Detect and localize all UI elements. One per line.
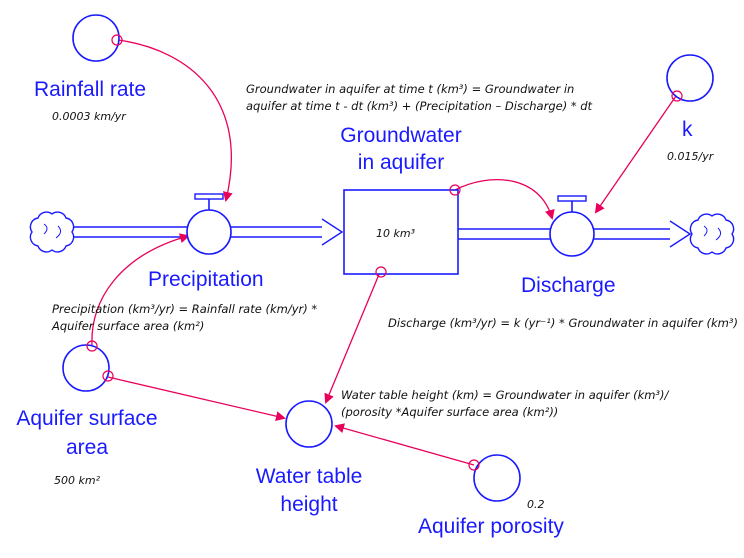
- connector-stock-to-watertable: [324, 271, 381, 404]
- rainfall-rate-value: 0.0003 km/yr: [52, 110, 127, 123]
- rainfall-rate-node[interactable]: [72, 14, 120, 62]
- connector-porosity-to-watertable: [334, 423, 475, 466]
- connector-origins: [86, 34, 683, 471]
- groundwater-equation-line1: Groundwater in aquifer at time t (km³) =…: [246, 82, 574, 96]
- porosity-value: 0.2: [527, 498, 545, 511]
- groundwater-label-line1: Groundwater: [340, 124, 461, 147]
- stock-value: 10 km³: [376, 227, 416, 240]
- connector-k-to-discharge: [594, 95, 677, 214]
- water-table-equation-line2: (porosity *Aquifer surface area (km²)): [341, 405, 558, 419]
- aquifer-area-label-line2: area: [66, 436, 108, 459]
- precipitation-valve[interactable]: [186, 193, 232, 255]
- water-table-node[interactable]: [285, 400, 333, 448]
- precipitation-equation-line1: Precipitation (km³/yr) = Rainfall rate (…: [52, 302, 317, 316]
- discharge-equation: Discharge (km³/yr) = k (yr⁻¹) * Groundwa…: [388, 316, 738, 330]
- k-value: 0.015/yr: [667, 150, 715, 163]
- precipitation-label: Precipitation: [148, 268, 264, 291]
- water-table-equation-line1: Water table height (km) = Groundwater in…: [341, 388, 670, 402]
- water-table-label-line2: height: [280, 493, 337, 516]
- groundwater-stock[interactable]: [343, 189, 459, 275]
- rainfall-rate-label: Rainfall rate: [34, 78, 146, 101]
- aquifer-porosity-label: Aquifer porosity: [418, 515, 564, 538]
- k-label: k: [682, 118, 693, 141]
- aquifer-area-value: 500 km²: [54, 474, 101, 487]
- connector-area-to-watertable: [107, 376, 286, 422]
- connector-stock-to-discharge: [454, 179, 555, 220]
- precipitation-equation-line2: Aquifer surface area (km²): [51, 319, 204, 333]
- source-cloud-icon: [29, 211, 75, 253]
- aquifer-area-label-line1: Aquifer surface: [16, 407, 157, 430]
- discharge-label: Discharge: [521, 274, 616, 297]
- aquifer-area-node[interactable]: [62, 344, 110, 392]
- k-node[interactable]: [666, 54, 714, 102]
- connector-area-to-precipitation: [91, 233, 190, 346]
- connector-rainfall-to-precipitation: [117, 39, 233, 202]
- porosity-node[interactable]: [473, 454, 521, 502]
- discharge-valve[interactable]: [549, 195, 595, 257]
- connectors: [91, 39, 677, 466]
- sink-cloud-icon: [689, 213, 735, 255]
- groundwater-label-line2: in aquifer: [358, 151, 444, 174]
- water-table-label-line1: Water table: [256, 465, 363, 488]
- groundwater-equation-line2: aquifer at time t - dt (km³) + (Precipit…: [246, 99, 593, 113]
